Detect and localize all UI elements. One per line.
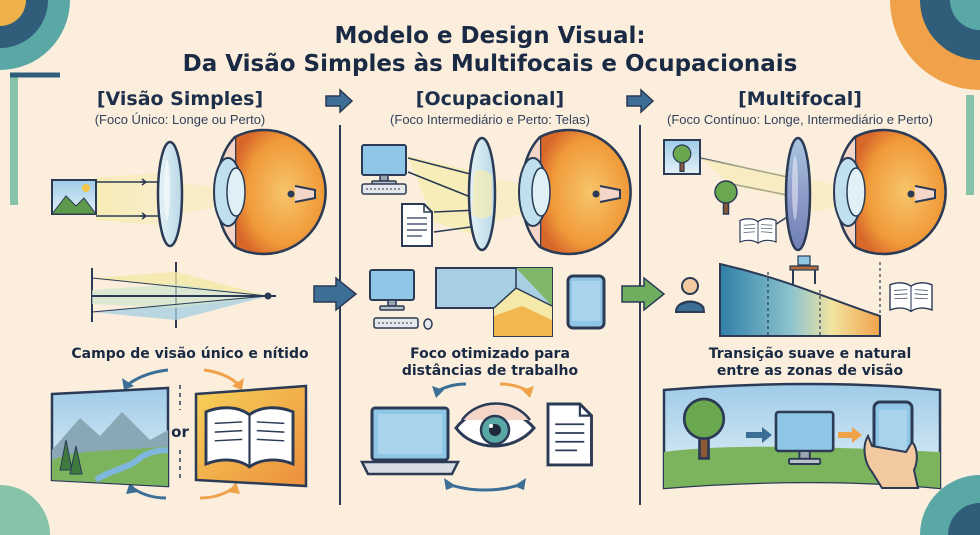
multifocal-subtitle: (Foco Contínuo: Longe, Intermediário e P… [667,112,933,127]
occupational-caption-line2: distâncias de trabalho [401,363,579,379]
right-arrow-icon [626,88,655,114]
or-label: or [171,423,189,441]
single-vision-caption: Campo de visão único e nítido [71,346,309,362]
occupational-heading: [Ocupacional] [415,88,565,110]
eye-icon [212,128,327,256]
tree-icon [714,180,738,215]
right-arrow-icon [325,88,354,114]
eye-icon [832,128,947,256]
lens-zone-panel [435,267,553,337]
lens-icon [156,140,184,248]
multifocal-heading: [Multifocal] [738,88,862,110]
multifocal-transition-diagram [674,255,933,337]
multifocal-eye-diagram [663,128,947,256]
laptop-icon [359,406,461,476]
right-arrow-icon [621,276,666,312]
occupational-subtitle: (Foco Intermediário e Perto: Telas) [390,112,590,127]
occupational-eye-diagram [361,128,632,256]
occupational-workspace-diagram [369,267,606,337]
book-icon [889,282,933,313]
multifocal-caption-line1: Transição suave e natural [708,346,912,362]
corner-decoration-top-right [890,0,980,195]
driver-icon [674,277,706,313]
landscape-icon [50,179,97,215]
keyboard-icon [361,183,407,195]
page-subtitle: Da Visão Simples às Multifocais e Ocupac… [182,51,798,77]
corner-decoration-bottom-right [920,475,980,535]
desk-icon [789,255,819,284]
book-icon [194,384,308,488]
corner-decoration-top-left [0,0,70,205]
hand-icon [863,433,920,489]
page-title: Modelo e Design Visual: [334,23,646,49]
monitor-icon [369,269,415,311]
occupational-caption-line1: Foco otimizado para [410,346,570,362]
document-icon [546,402,593,467]
multifocal-caption-line2: entre as zonas de visão [716,363,904,379]
landscape-icon [50,386,170,488]
single-vision-subtitle: (Foco Único: Longe ou Perto) [94,112,266,127]
corner-decoration-bottom-left [0,485,50,535]
lens-icon [467,136,497,252]
curved-arrow-icon [122,368,244,500]
eye-icon [454,402,536,448]
single-vision-heading: [Visão Simples] [96,88,264,110]
right-arrow-icon [838,427,862,443]
right-arrow-icon [313,276,358,312]
tree-icon [663,139,701,175]
curved-arrow-icon [432,382,534,492]
single-vision-eye-diagram [50,128,327,256]
eye-icon [517,128,632,256]
single-vision-focus-diagram [91,262,276,328]
right-arrow-icon [746,427,772,443]
book-icon [739,218,777,244]
multifocal-scene-diagram [662,382,942,490]
document-icon [401,203,433,247]
monitor-icon [361,144,407,186]
lens-icon [784,136,812,252]
single-vision-options [50,368,308,500]
occupational-focus-diagram [359,382,593,492]
keyboard-icon [373,317,433,330]
tablet-icon [566,274,606,330]
